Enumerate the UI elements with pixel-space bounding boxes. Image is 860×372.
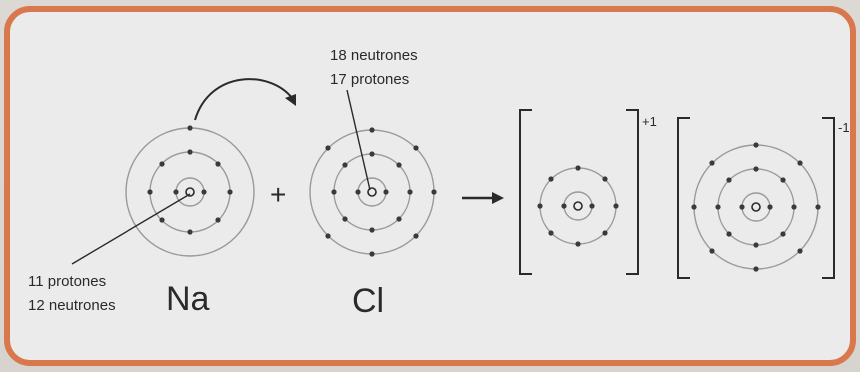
sodium-atom (125, 125, 255, 257)
na-ion-nucleus (573, 201, 583, 211)
cl-shell-1 (357, 177, 387, 207)
na-annotation-neutrons: 12 neutrones (28, 297, 116, 314)
na-ion-bracket-right (626, 109, 639, 275)
electron-transfer-arrow (194, 78, 293, 121)
na-annotation-protons: 11 protones (28, 273, 106, 290)
na-symbol: Na (166, 280, 210, 318)
na-electrons (147, 125, 233, 235)
chlorine-atom (309, 127, 437, 257)
na-annotation-line (71, 193, 191, 265)
diagram-panel (4, 6, 856, 366)
na-ion-electrons (537, 165, 619, 247)
cl-ion-electrons (691, 142, 821, 272)
cl-ion-charge: -1 (838, 120, 850, 135)
cl-ion-bracket-right (822, 117, 835, 279)
cl-annotation-protons: 17 protones (330, 71, 409, 88)
na-ion-bracket-left (519, 109, 532, 275)
electron-transfer-arrowhead (285, 94, 296, 106)
na-shell-1 (175, 177, 205, 207)
cl-ion-shell-1 (741, 192, 771, 222)
na-ion-charge: +1 (642, 114, 657, 129)
cl-ion-bracket-left (677, 117, 690, 279)
cl-electrons (325, 127, 437, 257)
chloride-ion (677, 117, 835, 279)
plus-sign: + (270, 179, 286, 210)
cl-ion-nucleus (751, 202, 761, 212)
cl-annotation-neutrons: 18 neutrones (330, 47, 418, 64)
reaction-arrow-head (492, 192, 504, 204)
sodium-ion (519, 109, 639, 275)
na-nucleus (185, 187, 195, 197)
cl-annotation-line (346, 89, 371, 191)
na-ion-shell-1 (563, 191, 593, 221)
na-shell-3 (125, 127, 255, 257)
cl-nucleus (367, 187, 377, 197)
cl-symbol: Cl (352, 282, 384, 320)
